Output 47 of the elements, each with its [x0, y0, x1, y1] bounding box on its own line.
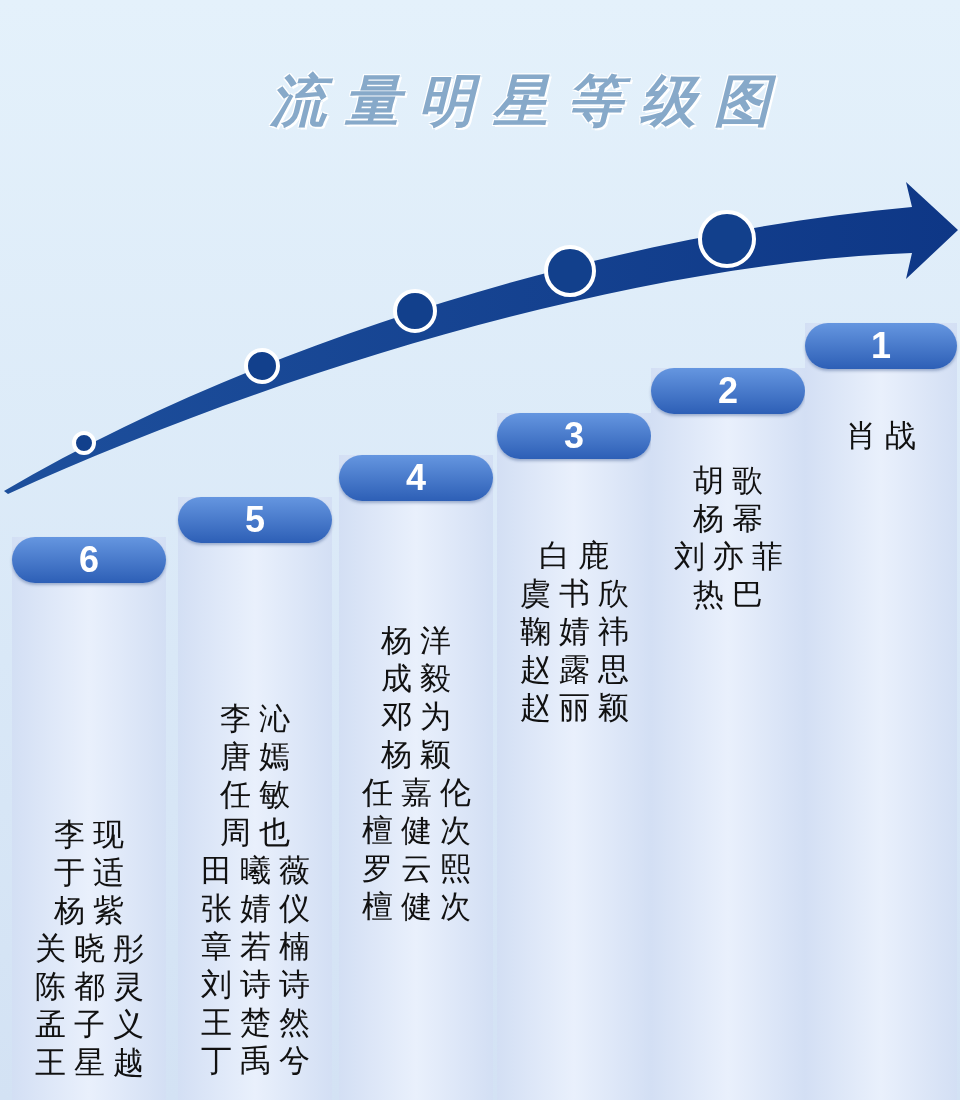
- name-text: 李沁: [219, 699, 298, 737]
- name-text: 于适: [53, 853, 132, 891]
- tier-number-badge: 3: [497, 413, 651, 459]
- tier-number-badge: 1: [805, 323, 957, 369]
- name-text: 陈都灵: [33, 967, 152, 1005]
- name-text: 张婧仪: [199, 889, 318, 927]
- tier-column: [339, 455, 493, 1100]
- name-text: 任嘉伦: [360, 773, 479, 811]
- name-text: 罗云熙: [360, 849, 479, 887]
- name-text: 刘亦菲: [672, 537, 791, 575]
- name-text: 赵露思: [518, 650, 637, 688]
- tier-column: [12, 537, 166, 1100]
- tier-column: [805, 323, 957, 1100]
- name-text: 胡歌: [692, 461, 771, 499]
- name-text: 杨洋: [380, 621, 459, 659]
- name-text: 檀健次: [360, 811, 479, 849]
- name-text: 赵丽颖: [518, 688, 637, 726]
- name-text: 王星越: [33, 1043, 152, 1081]
- name-text: 肖战: [845, 416, 924, 454]
- name-text: 热巴: [692, 575, 771, 613]
- name-text: 关晓彤: [33, 929, 152, 967]
- name-text: 丁禹兮: [199, 1041, 318, 1079]
- name-text: 章若楠: [199, 927, 318, 965]
- name-text: 檀健次: [360, 887, 479, 925]
- name-text: 任敏: [219, 775, 298, 813]
- name-text: 刘诗诗: [199, 965, 318, 1003]
- name-text: 唐嫣: [219, 737, 298, 775]
- tier-column: [497, 413, 651, 1100]
- tier-number-badge: 5: [178, 497, 332, 543]
- name-text: 虞书欣: [518, 574, 637, 612]
- name-text: 孟子义: [33, 1005, 152, 1043]
- tier-number-badge: 4: [339, 455, 493, 501]
- name-text: 田曦薇: [199, 851, 318, 889]
- tier-column: [178, 497, 332, 1100]
- name-text: 杨紫: [53, 891, 132, 929]
- name-text: 鞠婧祎: [518, 612, 637, 650]
- name-text: 邓为: [380, 697, 459, 735]
- name-text: 周也: [219, 813, 298, 851]
- name-text: 王楚然: [199, 1003, 318, 1041]
- name-text: 杨幂: [692, 499, 771, 537]
- title-text: 流量明星等级图: [270, 67, 788, 135]
- name-text: 李现: [53, 815, 132, 853]
- name-text: 杨颖: [380, 735, 459, 773]
- name-text: 白鹿: [538, 536, 617, 574]
- tier-number-badge: 6: [12, 537, 166, 583]
- name-text: 成毅: [380, 659, 459, 697]
- tier-number-badge: 2: [651, 368, 805, 414]
